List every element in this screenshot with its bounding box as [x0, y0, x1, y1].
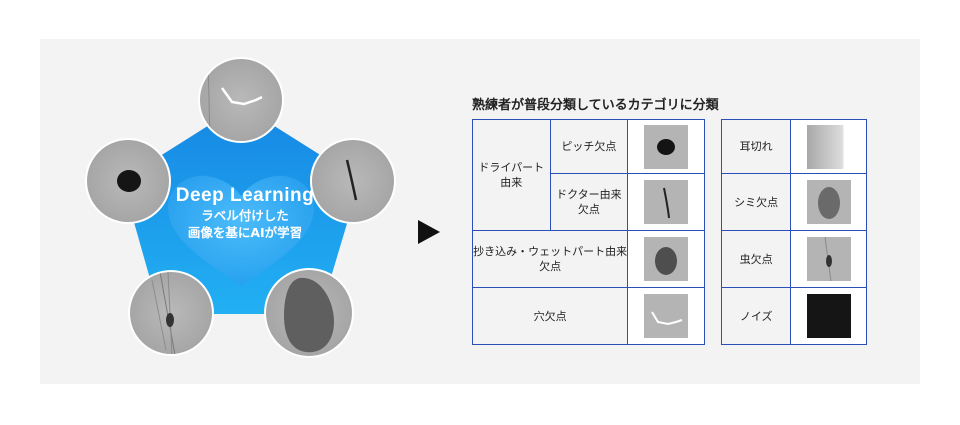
- bug-defect-image: [790, 230, 867, 288]
- pitch-defect-label: ピッチ欠点: [549, 119, 629, 174]
- sample-image-bottom-right: [264, 268, 354, 358]
- deep-learning-title: Deep Learning: [175, 185, 315, 206]
- pitch-defect-image: [627, 119, 705, 174]
- stain-defect-image: [790, 173, 867, 231]
- hole-defect-label: 穴欠点: [471, 287, 629, 345]
- play-arrow-icon: [418, 220, 440, 244]
- center-subtitle-line1: ラベル付けした: [201, 208, 289, 223]
- bug-defect-label: 虫欠点: [720, 230, 792, 288]
- sample-image-right: [310, 138, 396, 224]
- ear-cut-image: [790, 119, 867, 174]
- center-subtitle-line2: 画像を基にAIが学習: [187, 225, 303, 240]
- category-table-right: 耳切れ シミ欠点 虫欠点 ノイズ: [720, 119, 867, 345]
- heart-shape: [168, 175, 314, 286]
- noise-image: [790, 287, 867, 345]
- noise-label: ノイズ: [720, 287, 792, 345]
- doctor-defect-label: ドクター由来 欠点: [549, 173, 629, 231]
- sample-image-top: [198, 57, 284, 143]
- doctor-defect-image: [627, 173, 705, 231]
- hole-defect-image: [627, 287, 705, 345]
- stain-defect-label: シミ欠点: [720, 173, 792, 231]
- wet-part-defect-label: 抄き込み・ウェットパート由来 欠点: [471, 230, 629, 288]
- dry-part-label: ドライパート 由来: [472, 119, 551, 231]
- sample-image-left: [85, 138, 171, 224]
- classification-heading: 熟練者が普段分類しているカテゴリに分類: [472, 98, 719, 113]
- ear-cut-label: 耳切れ: [720, 119, 792, 174]
- center-label: Deep Learning ラベル付けした 画像を基にAIが学習: [160, 185, 330, 241]
- sample-image-bottom-left: [128, 270, 214, 356]
- wet-part-defect-image: [627, 230, 705, 288]
- category-table-left: ドライパート 由来 ピッチ欠点 ドクター由来 欠点 抄き込み・ウェットパート由来…: [471, 119, 705, 345]
